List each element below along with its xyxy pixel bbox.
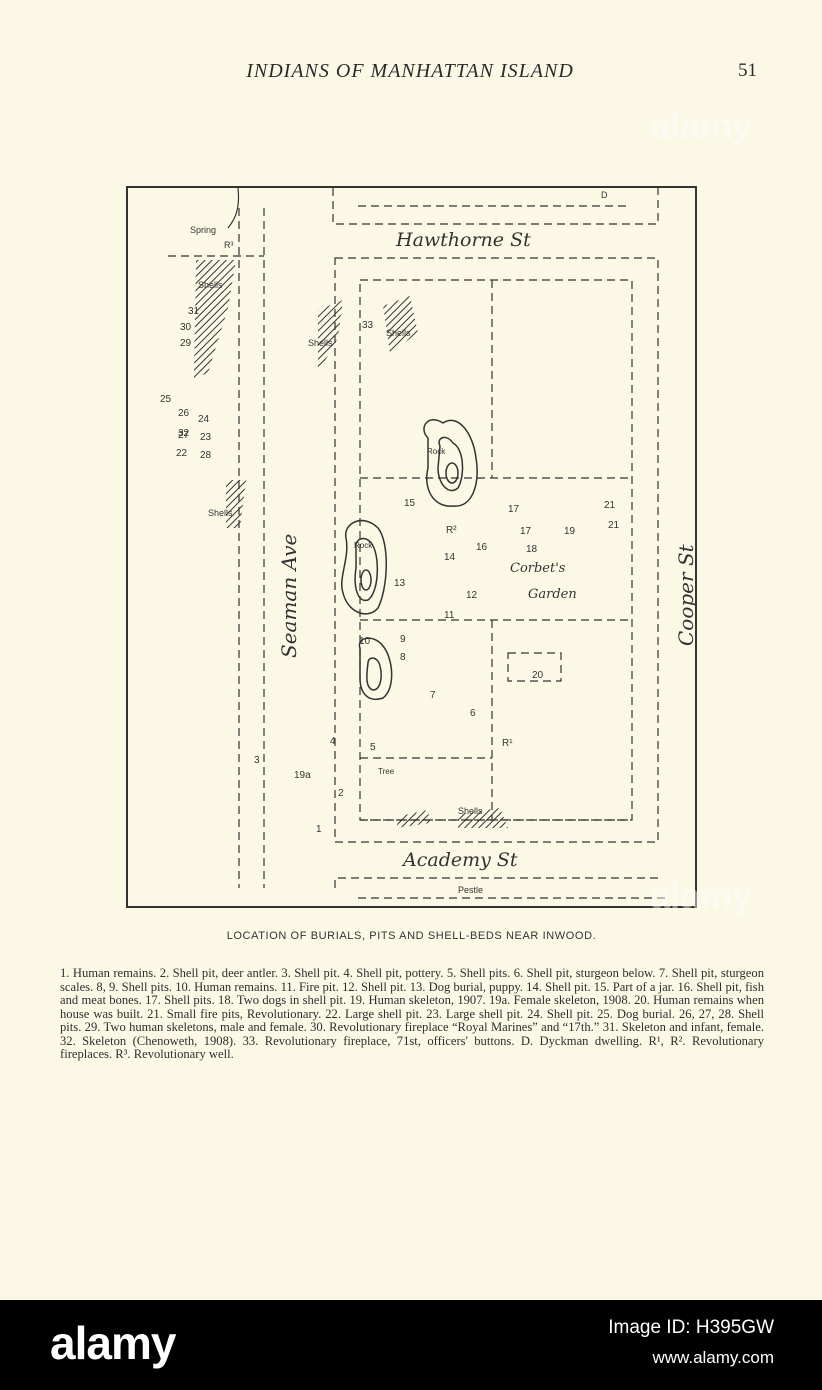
r3-label: R³: [224, 240, 234, 250]
marker: 28: [200, 450, 212, 461]
r1-label: R¹: [502, 738, 513, 749]
running-header: INDIANS OF MANHATTAN ISLAND: [246, 60, 574, 82]
watermark: alamy: [650, 105, 753, 146]
marker: 19a: [294, 770, 311, 781]
shell-bed: [194, 260, 236, 378]
marker: 22: [176, 448, 188, 459]
rock-label: Rock: [427, 447, 446, 456]
shells-label: Shells: [386, 328, 411, 338]
marker: 7: [430, 690, 436, 701]
marker: 17: [508, 504, 520, 515]
site-map: Hawthorne St Academy St Seaman Ave Coope…: [126, 186, 697, 908]
marker: 25: [160, 394, 172, 405]
marker: 31: [188, 306, 200, 317]
marker: 19: [564, 526, 576, 537]
marker: 27: [178, 430, 190, 441]
marker: 14: [444, 552, 456, 563]
marker: 6: [470, 708, 476, 719]
shells-label: Shells: [208, 508, 233, 518]
marker: 21: [604, 500, 616, 511]
image-id: Image ID: H395GW: [608, 1317, 774, 1338]
marker: 23: [200, 432, 212, 443]
marker: 11: [444, 610, 455, 621]
academy-st-label: Academy St: [401, 849, 518, 871]
shell-bed: [396, 810, 430, 828]
marker: 3: [254, 755, 260, 766]
marker: 9: [400, 634, 406, 645]
seaman-ave-label: Seaman Ave: [277, 534, 301, 658]
marker: 15: [404, 498, 416, 509]
shell-bed: [318, 300, 343, 373]
shells-label: Shells: [198, 280, 223, 290]
marker: 32: [178, 428, 190, 439]
alamy-logo: alamy: [50, 1317, 176, 1369]
marker: 29: [180, 338, 192, 349]
shell-bed: [383, 296, 418, 353]
shell-bed: [226, 480, 246, 528]
marker: 16: [476, 542, 488, 553]
marker: 26: [178, 408, 190, 419]
marker: 12: [466, 590, 478, 601]
shell-bed: [458, 808, 508, 828]
marker: 33: [362, 320, 374, 331]
map-drawing: Hawthorne St Academy St Seaman Ave Coope…: [160, 188, 695, 899]
garden-label-line2: Garden: [528, 587, 577, 602]
footer-bar: alamy Image ID: H395GW www.alamy.com: [0, 1300, 822, 1390]
shells-label: Shells: [458, 806, 483, 816]
shells-label: Shells: [308, 338, 333, 348]
marker: 1: [316, 824, 322, 835]
marker: 18: [526, 544, 538, 555]
marker: 5: [370, 742, 376, 753]
marker: 20: [532, 670, 544, 681]
figure-caption: LOCATION OF BURIALS, PITS AND SHELL-BEDS…: [226, 930, 597, 942]
marker: 4: [330, 736, 336, 747]
marker: 17: [520, 526, 532, 537]
marker: 24: [198, 414, 210, 425]
rock-label: Rock: [354, 541, 373, 550]
marker: 13: [394, 578, 406, 589]
footer-url: www.alamy.com: [652, 1348, 774, 1367]
garden-label-line1: Corbet's: [510, 561, 566, 576]
spring-label: Spring: [190, 225, 216, 235]
pestle-label: Pestle: [458, 885, 483, 895]
r2-label: R²: [446, 525, 457, 536]
marker: 8: [400, 652, 406, 663]
marker: 30: [180, 322, 192, 333]
hawthorne-st-label: Hawthorne St: [395, 229, 531, 251]
dyckman-dwelling-label: D: [601, 190, 608, 200]
marker: 10: [359, 636, 371, 647]
watermark: alamy: [650, 875, 753, 916]
tree-label: Tree: [378, 767, 395, 776]
marker: 21: [608, 520, 620, 531]
page-number: 51: [738, 60, 757, 81]
legend-text: 1. Human remains. 2. Shell pit, deer ant…: [60, 966, 764, 1061]
marker: 2: [338, 788, 344, 799]
cooper-st-label: Cooper St: [674, 543, 695, 646]
